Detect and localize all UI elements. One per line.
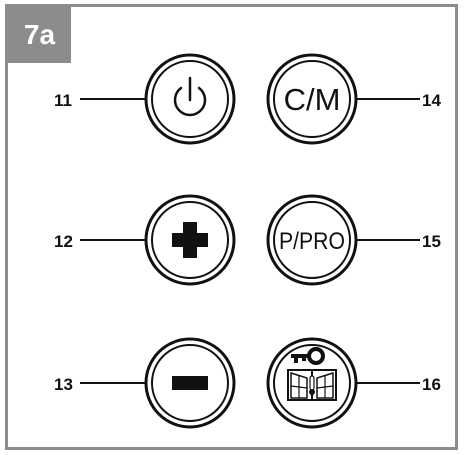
power-icon	[173, 76, 207, 117]
callout-15: 15	[422, 232, 441, 251]
callout-11: 11	[54, 91, 72, 110]
key-window-button[interactable]	[266, 337, 358, 429]
minus-icon	[172, 376, 208, 390]
p-pro-button[interactable]: P/PRO	[266, 194, 358, 286]
c-m-button[interactable]: C/M	[266, 53, 358, 145]
plus-button[interactable]	[144, 194, 236, 286]
callout-12: 12	[54, 232, 73, 251]
callout-16: 16	[422, 375, 441, 394]
figure-tag-label: 7a	[23, 19, 56, 50]
c-m-label: C/M	[284, 82, 341, 117]
p-pro-label: P/PRO	[279, 228, 345, 255]
minus-button[interactable]	[144, 337, 236, 429]
callout-14: 14	[422, 91, 441, 110]
power-button[interactable]	[144, 53, 236, 145]
key-window-icon	[287, 347, 337, 401]
plus-icon	[172, 222, 208, 258]
callout-13: 13	[54, 375, 73, 394]
figure-tag: 7a	[8, 7, 71, 63]
